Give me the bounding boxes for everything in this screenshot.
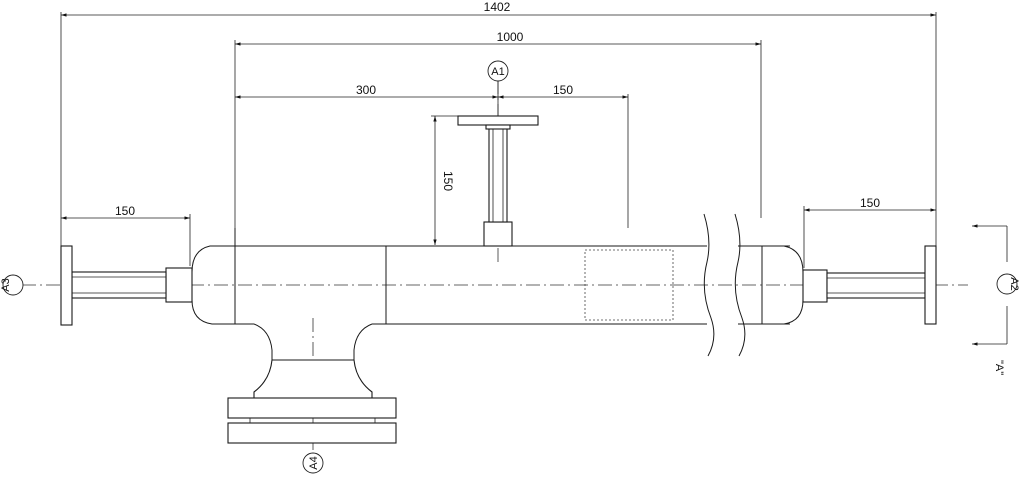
dimension-right-stub: 150 bbox=[803, 196, 936, 268]
section-a-marker: "A" bbox=[972, 224, 1008, 375]
bottom-nozzle bbox=[227, 323, 397, 444]
dimension-offset-left-label: 300 bbox=[356, 83, 376, 97]
right-nozzle bbox=[802, 245, 937, 325]
dimension-height-label: 150 bbox=[441, 171, 455, 191]
dimension-overall-label: 1402 bbox=[484, 0, 511, 14]
dimension-body: 1000 bbox=[234, 30, 762, 228]
vessel-body bbox=[191, 213, 804, 357]
dimension-right-stub-label: 150 bbox=[860, 196, 880, 210]
dimension-left-stub: 150 bbox=[60, 204, 191, 266]
tag-a1: A1 bbox=[487, 60, 509, 116]
dimension-offset-right-label: 150 bbox=[553, 83, 573, 97]
tag-a1-label: A1 bbox=[491, 66, 504, 78]
tag-a4-label: A4 bbox=[308, 456, 320, 469]
nameplate-outline bbox=[584, 249, 674, 321]
left-nozzle bbox=[60, 245, 193, 326]
tag-a3: A3 bbox=[0, 274, 24, 296]
tag-a3-label: A3 bbox=[0, 278, 12, 291]
section-a-label: "A" bbox=[993, 360, 1005, 375]
dimension-branch-offset: 300 150 bbox=[235, 83, 629, 228]
tag-a2: A2 bbox=[996, 273, 1020, 295]
tag-a4: A4 bbox=[302, 452, 324, 474]
tag-a2-label: A2 bbox=[1008, 277, 1020, 290]
dimension-left-stub-label: 150 bbox=[115, 204, 135, 218]
dimension-body-label: 1000 bbox=[497, 30, 524, 44]
dimension-branch-height: 150 bbox=[431, 115, 486, 245]
top-branch-nozzle bbox=[457, 115, 539, 247]
